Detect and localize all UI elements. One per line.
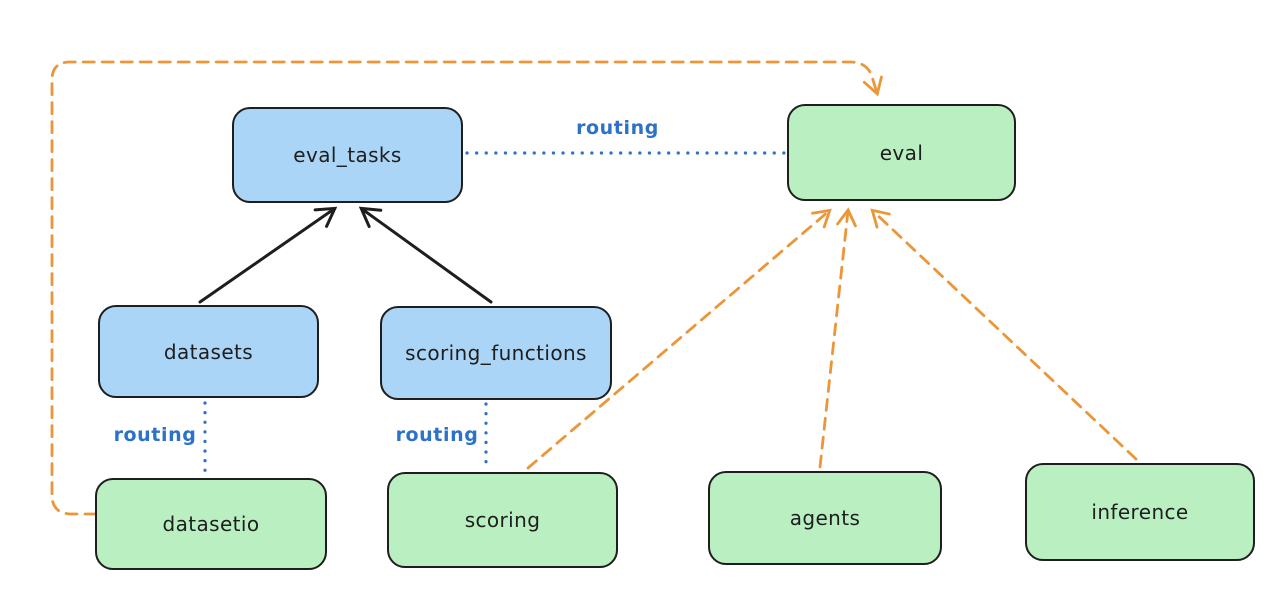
- node-agents: agents: [708, 471, 942, 565]
- node-scoring-label: scoring: [464, 508, 541, 532]
- edge-scoring-functions-to-eval-tasks: [358, 206, 493, 304]
- node-eval: eval: [787, 104, 1016, 201]
- edge-label-routing-scoring: routing: [395, 424, 479, 446]
- node-eval-tasks-label: eval_tasks: [293, 143, 402, 167]
- node-scoring-functions-label: scoring_functions: [405, 341, 587, 365]
- node-eval-label: eval: [879, 140, 924, 165]
- edge-agents-to-eval: [818, 207, 857, 469]
- node-eval-tasks: eval_tasks: [232, 107, 463, 203]
- node-datasetio: datasetio: [95, 478, 327, 570]
- node-agents-label: agents: [789, 506, 861, 530]
- edge-label-routing-top: routing: [576, 117, 659, 139]
- node-scoring: scoring: [387, 472, 618, 568]
- node-scoring-functions: scoring_functions: [380, 306, 612, 400]
- edge-datasets-to-eval-tasks: [198, 206, 338, 304]
- node-datasetio-label: datasetio: [162, 512, 260, 536]
- edge-inference-to-eval: [870, 208, 1138, 461]
- edge-label-routing-datasetio: routing: [113, 424, 197, 446]
- node-inference-label: inference: [1091, 500, 1189, 524]
- node-inference: inference: [1025, 463, 1255, 561]
- edge-datasetio-to-eval: [50, 60, 883, 516]
- node-datasets: datasets: [98, 305, 319, 398]
- node-datasets-label: datasets: [163, 339, 254, 364]
